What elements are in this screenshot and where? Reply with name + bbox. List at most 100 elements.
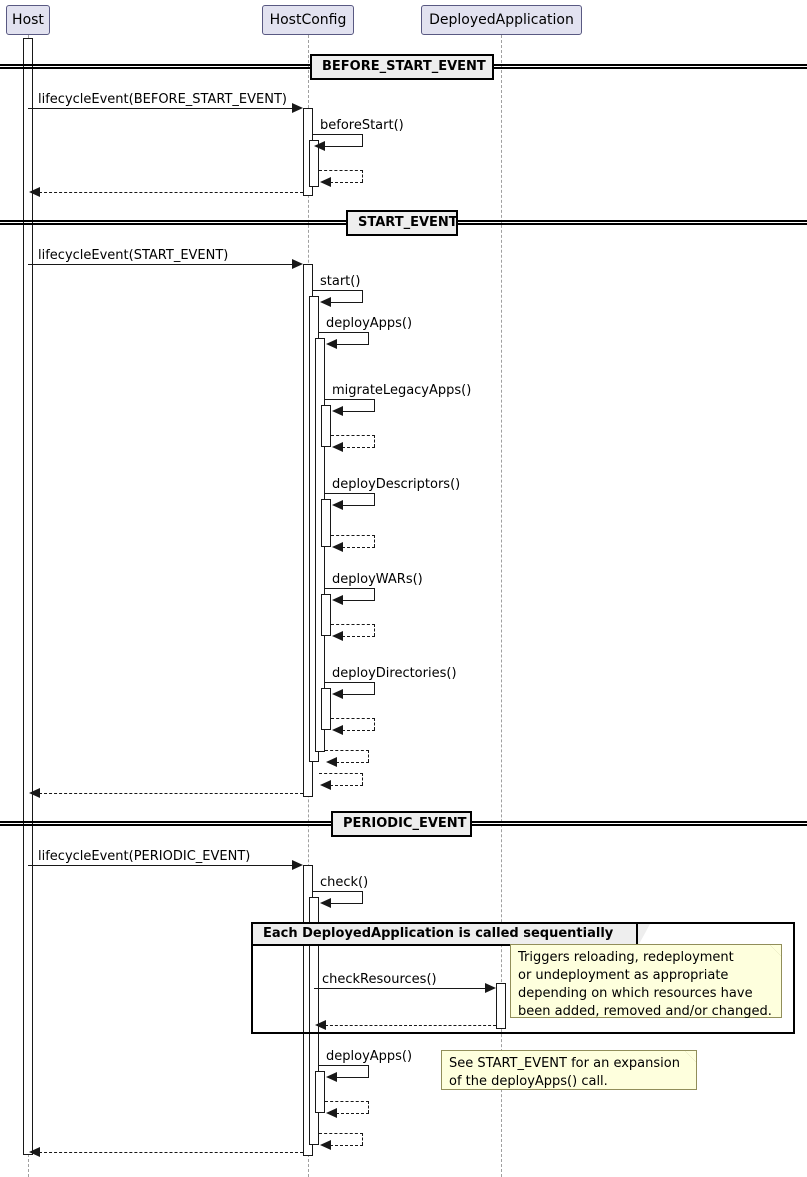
message-vline-beforestart	[362, 134, 363, 146]
message-vline-check-return	[362, 1133, 363, 1145]
message-line-check-out	[313, 891, 363, 892]
participant-deployedapplication[interactable]: DeployedApplication	[421, 5, 582, 35]
message-line-deployapps-in	[336, 344, 369, 345]
arrowhead-deploydirectories-return	[332, 725, 343, 735]
arrowhead-deployapps-periodic-return	[326, 1108, 337, 1118]
message-line-deploydirectories-return-out	[331, 718, 375, 719]
message-line-deployapps-return-in	[336, 762, 369, 763]
message-line-before-start-return	[39, 192, 303, 193]
message-vline-check	[362, 891, 363, 903]
lifeline-deployedapplication	[501, 35, 502, 1177]
message-line-deploywars-return-in	[342, 636, 375, 637]
arrowhead-checkresources-return	[315, 1020, 326, 1030]
message-line-check-return-out	[319, 1133, 363, 1134]
message-label-deploywars: deployWARs()	[332, 572, 423, 587]
message-vline-deploywars-return	[374, 624, 375, 636]
arrowhead-deploydescriptors	[332, 500, 343, 510]
message-line-checkresources	[314, 988, 486, 989]
arrowhead-periodic-event-return	[29, 1147, 40, 1157]
message-line-checkresources-return	[325, 1025, 496, 1026]
message-line-deployapps-periodic-return-in	[336, 1113, 369, 1114]
arrowhead-deploywars-return	[332, 631, 343, 641]
message-line-beforestart-return-in	[330, 182, 363, 183]
message-line-lifecycleevent-start	[28, 264, 292, 265]
activation-hostconfig-deploydirectories	[321, 688, 331, 730]
message-vline-deployapps-periodic	[368, 1065, 369, 1077]
divider-label-periodic: PERIODIC_EVENT	[331, 811, 472, 837]
activation-hostconfig-deployapps-periodic	[315, 1071, 325, 1113]
activation-hostconfig-deploydescriptors	[321, 499, 331, 547]
participant-host[interactable]: Host	[6, 5, 50, 35]
group-frame-sequential	[251, 922, 795, 1034]
message-label-start: start()	[320, 274, 361, 289]
message-line-beforestart-return-out	[319, 170, 363, 171]
message-label-lifecycleevent-periodic: lifecycleEvent(PERIODIC_EVENT)	[38, 849, 251, 864]
message-label-deployapps: deployApps()	[326, 316, 413, 331]
arrowhead-check-return	[320, 1140, 331, 1150]
note-checkresources: Triggers reloading, redeployment or unde…	[510, 944, 782, 1019]
message-vline-beforestart-return	[362, 170, 363, 182]
message-label-lifecycleevent-before-start: lifecycleEvent(BEFORE_START_EVENT)	[38, 92, 287, 107]
activation-hostconfig-beforestart-self	[309, 140, 319, 187]
arrowhead-migratelegacyapps-return	[332, 442, 343, 452]
message-line-deploydescriptors-in	[342, 505, 375, 506]
message-line-start-out	[313, 290, 363, 291]
message-line-migratelegacyapps-in	[342, 411, 375, 412]
participant-hostconfig[interactable]: HostConfig	[262, 5, 354, 35]
arrowhead-start-return	[320, 780, 331, 790]
message-label-deploydescriptors: deployDescriptors()	[332, 477, 461, 492]
arrowhead-deploywars	[332, 595, 343, 605]
message-vline-start	[362, 290, 363, 302]
arrowhead-deployapps-periodic	[326, 1072, 337, 1082]
activation-hostconfig-deploywars	[321, 594, 331, 636]
arrowhead-deployapps	[326, 339, 337, 349]
message-label-check: check()	[320, 875, 369, 890]
message-line-migratelegacyapps-out	[325, 399, 375, 400]
arrowhead-check	[320, 898, 331, 908]
message-line-deploydescriptors-return-out	[331, 535, 375, 536]
message-line-deploywars-out	[325, 588, 375, 589]
message-line-beforestart-out	[313, 134, 363, 135]
message-line-start-event-return	[39, 793, 303, 794]
message-line-deployapps-periodic-in	[336, 1077, 369, 1078]
message-vline-start-return	[362, 773, 363, 785]
message-label-deploydirectories: deployDirectories()	[332, 666, 457, 681]
note-fold-inner-checkresources-icon	[770, 945, 781, 956]
arrowhead-lifecycleevent-before-start	[292, 103, 303, 113]
message-label-beforestart: beforeStart()	[320, 118, 404, 133]
arrowhead-start-event-return	[29, 788, 40, 798]
activation-hostconfig-migratelegacyapps	[321, 405, 331, 447]
message-vline-deploywars	[374, 588, 375, 600]
message-line-deploywars-return-out	[331, 624, 375, 625]
message-line-deploywars-in	[342, 600, 375, 601]
message-line-migratelegacyapps-return-out	[331, 435, 375, 436]
message-vline-deployapps	[368, 332, 369, 344]
message-line-start-return-in	[330, 785, 363, 786]
message-line-deploydirectories-in	[342, 694, 375, 695]
message-line-deploydescriptors-return-in	[342, 547, 375, 548]
message-line-check-in	[330, 903, 363, 904]
activation-host	[23, 38, 33, 1155]
message-vline-deployapps-periodic-return	[368, 1101, 369, 1113]
message-label-migratelegacyapps: migrateLegacyApps()	[332, 383, 472, 398]
note-deployapps-expansion: See START_EVENT for an expansion of the …	[441, 1050, 697, 1090]
message-vline-deploydescriptors	[374, 493, 375, 505]
message-vline-deployapps-return	[368, 750, 369, 762]
arrowhead-deployapps-return	[326, 757, 337, 767]
arrowhead-lifecycleevent-start	[292, 259, 303, 269]
message-vline-deploydirectories-return	[374, 718, 375, 730]
arrowhead-start	[320, 297, 331, 307]
message-line-lifecycleevent-before-start	[28, 108, 292, 109]
divider-label-start: START_EVENT	[346, 210, 458, 236]
message-vline-migratelegacyapps-return	[374, 435, 375, 447]
message-label-lifecycleevent-start: lifecycleEvent(START_EVENT)	[38, 248, 229, 263]
arrowhead-deploydescriptors-return	[332, 542, 343, 552]
note-fold-inner-deployapps-icon	[685, 1051, 696, 1062]
message-line-periodic-event-return	[39, 1152, 303, 1153]
message-line-deploydirectories-out	[325, 682, 375, 683]
divider-label-before-start: BEFORE_START_EVENT	[310, 54, 494, 80]
message-line-start-in	[330, 302, 363, 303]
group-label-sequential: Each DeployedApplication is called seque…	[253, 924, 638, 946]
message-label-deployapps-periodic: deployApps()	[326, 1049, 413, 1064]
arrowhead-lifecycleevent-periodic	[292, 860, 303, 870]
